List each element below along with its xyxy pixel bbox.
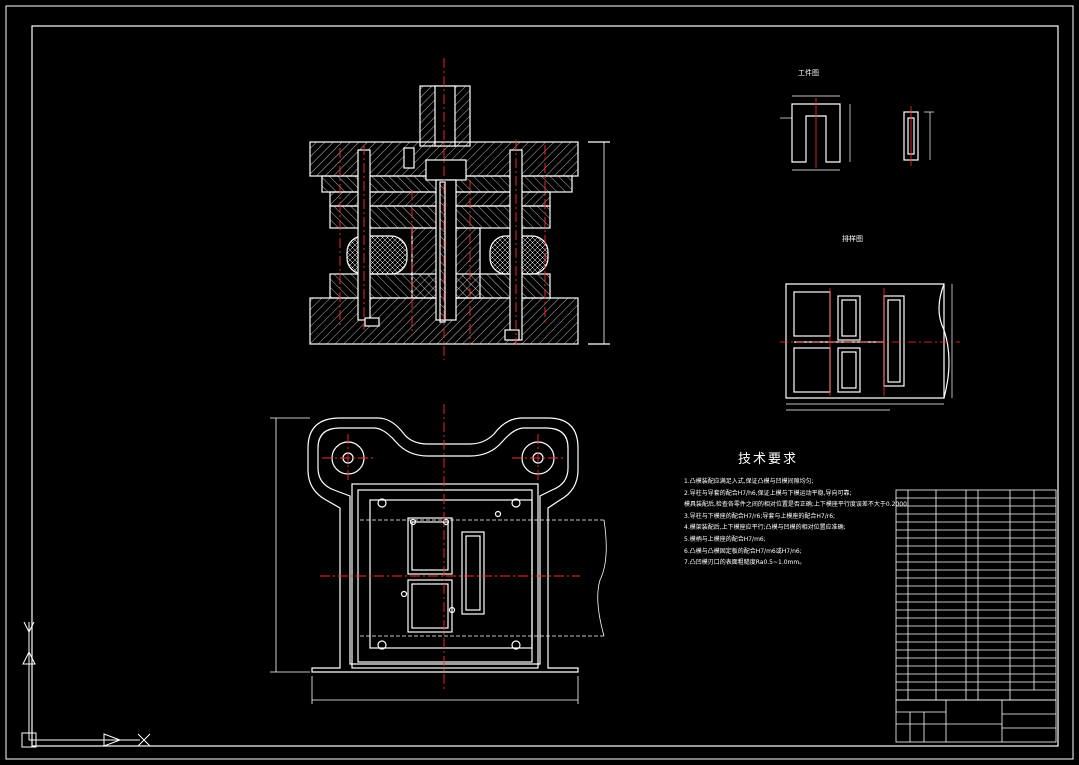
parts-list-table xyxy=(895,489,1057,701)
workpiece-view-label: 工件图 xyxy=(798,69,819,77)
outer-frame xyxy=(5,5,1074,760)
inner-frame xyxy=(31,25,1059,747)
requirement-item: 2.导柱与导套的配合H7/h6,保证上模与下模运动平稳,导向可靠; xyxy=(684,489,852,497)
title-block xyxy=(895,699,1057,743)
requirement-item: 7.凸凹模刃口的表面粗糙度Ra0.5~1.0mm。 xyxy=(684,559,806,567)
requirement-item: 1.凸模装配应满足入式,保证凸模与凹模间隙均匀; xyxy=(684,478,814,485)
technical-requirements-title: 技术要求 xyxy=(738,452,799,467)
requirement-item: 4.模架装配后,上下模座应平行;凸模与凹模的相对位置应准确; xyxy=(684,524,846,532)
layout-center-lines xyxy=(780,288,960,396)
requirement-item: 模具装配后,检查各零件之间的相对位置是否正确;上下模座平行度误差不大于0.200… xyxy=(684,501,909,509)
section-view xyxy=(309,85,610,345)
layout-view xyxy=(785,283,953,411)
technical-requirements-list: 1.凸模装配应满足入式,保证凸模与凹模间隙均匀; 2.导柱与导套的配合H7/h6… xyxy=(684,476,909,569)
requirement-item: 5.模柄与上模座的配合H7/m6; xyxy=(684,535,766,543)
requirement-item: 6.凸模与凸模固定板的配合H7/m6或H7/n6; xyxy=(684,547,802,555)
section-center-lines xyxy=(339,58,546,360)
ucs-axis-icon xyxy=(21,621,151,748)
plan-center-lines xyxy=(320,404,580,690)
requirement-item: 3.导柱与下模座的配合H7/r6;导套与上模座的配合H7/r6; xyxy=(684,512,836,520)
plan-view xyxy=(270,417,607,704)
workpiece-center-lines xyxy=(815,98,912,168)
layout-view-label: 排样图 xyxy=(842,235,863,243)
